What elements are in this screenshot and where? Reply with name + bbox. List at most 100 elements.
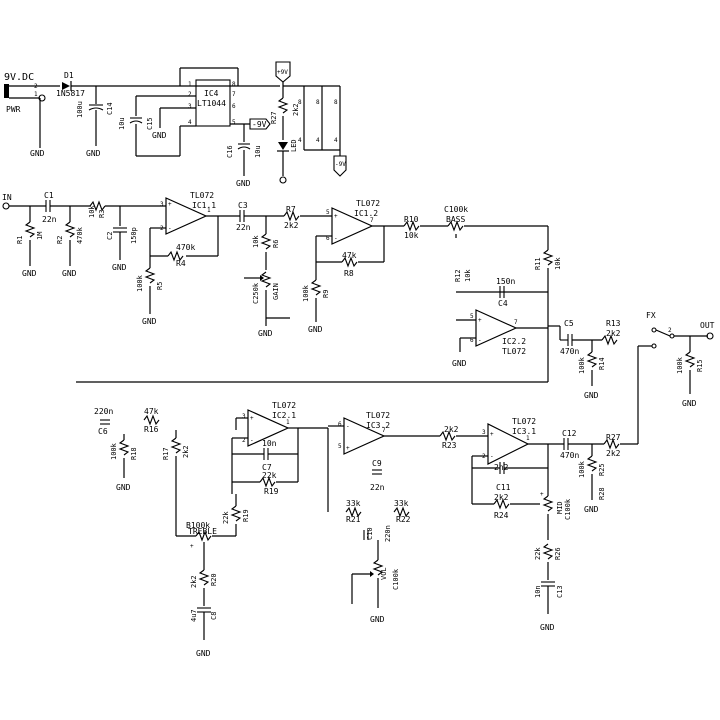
r18-ref: R18: [130, 447, 138, 460]
r11-resistor-icon: [542, 249, 554, 266]
diode-val: 1N5817: [56, 89, 85, 98]
r19-feedback-val: 22k: [262, 471, 277, 480]
ic3-1-opamp: [487, 423, 530, 465]
ic3-2-pin5: 5: [338, 443, 342, 450]
treble-val: B100k: [186, 521, 210, 530]
r16-ref: R16: [144, 425, 159, 434]
input-jack-icon: [2, 202, 10, 210]
ic1-1-ref: IC1.1: [192, 201, 216, 210]
neg-rail-label-2: -9V: [335, 161, 346, 168]
neg-rail-flag-2: [333, 155, 347, 177]
gnd-label-9: GND: [258, 329, 273, 338]
r23-resistor-icon: [439, 430, 456, 442]
c8-val: 4u7: [190, 609, 198, 622]
svg-text:+: +: [168, 201, 172, 208]
power-section: 9V.DC PWR 1 2 GND D1 1N5817 100u C14 GND…: [4, 61, 347, 188]
r2-resistor-icon: [64, 221, 76, 238]
r5-resistor-icon: [144, 267, 156, 284]
ic2-pin8: 8: [316, 99, 320, 106]
ic1-2-ref: IC1.2: [354, 209, 378, 218]
r3-val: 10k: [88, 205, 96, 218]
ic2-1-pin2: 2: [242, 437, 246, 444]
jack-terminal-icon: [38, 94, 46, 102]
r2-val: 470k: [76, 226, 84, 244]
r4-ref: R4: [176, 259, 186, 268]
fx-pin2: 2: [668, 327, 672, 334]
c1-val: 22n: [42, 215, 57, 224]
ic1-1-pin3: 3: [160, 201, 164, 208]
ic2-1-pin3: 3: [242, 413, 246, 420]
r21-resistor-icon: [345, 506, 362, 518]
r16-resistor-icon: [143, 414, 160, 426]
bass-pot-icon: [447, 220, 464, 232]
ic2-2-ref: IC2.2: [502, 337, 526, 346]
gnd-label-13: GND: [682, 399, 697, 408]
c6-val: 220n: [94, 407, 113, 416]
r16-val: 47k: [144, 407, 159, 416]
r8-ref: R8: [344, 269, 354, 278]
pos-rail-flag: [275, 61, 291, 83]
ic2-1-feedback-resistor-icon: [259, 476, 276, 488]
ic3-1-pin1: 1: [526, 435, 530, 442]
ic2-2-pin6: 6: [470, 337, 474, 344]
gain-val: C250k: [252, 282, 260, 304]
gnd-label-5: GND: [22, 269, 37, 278]
r12-val: 10k: [464, 269, 472, 282]
ic1-pin8: 8: [298, 99, 302, 106]
gnd-label-12: GND: [584, 391, 599, 400]
r3-resistor-icon: [89, 200, 106, 212]
svg-text:+: +: [346, 445, 350, 452]
r22-val: 33k: [394, 499, 409, 508]
r26-val: 22k: [534, 547, 542, 560]
ic4-pin4: 4: [188, 119, 192, 126]
r12-ref: R12: [454, 269, 462, 282]
r14-ref: R14: [598, 357, 606, 370]
c12-val: 470n: [560, 451, 579, 460]
ic1-2-opamp: [331, 207, 374, 245]
ic1-2-val: TL072: [356, 199, 380, 208]
gain-pot-icon: [260, 271, 272, 288]
svg-text:-: -: [250, 437, 254, 444]
ic3-2-ref: IC3.2: [366, 421, 390, 430]
c1-ref: C1: [44, 191, 54, 200]
fx-label: FX: [646, 311, 656, 320]
ic3-1-pin3: 3: [482, 429, 486, 436]
fx-switch-common-icon: [669, 333, 675, 339]
diode-icon: [62, 82, 70, 90]
r17-val: 2k2: [182, 445, 190, 458]
c10-ref: C10: [366, 527, 374, 540]
r24-resistor-icon: [493, 498, 510, 510]
ic1-1-pin1: 1: [207, 207, 211, 214]
c16-ref: C16: [226, 145, 234, 158]
r7-ref: R7: [286, 205, 296, 214]
r27-ref: R27: [606, 433, 621, 442]
ic3-2-opamp: [343, 417, 386, 455]
r21-ref: R21: [346, 515, 361, 524]
r4-resistor-icon: [167, 250, 184, 262]
r22-ref: R22: [396, 515, 411, 524]
fx-switch-contact-icon: [651, 327, 657, 333]
jack-pin-2: 2: [34, 83, 38, 90]
svg-text:-: -: [490, 453, 494, 460]
r8-resistor-icon: [341, 256, 358, 268]
r10-val: 10k: [404, 231, 419, 240]
c16-val: 10u: [254, 145, 262, 158]
input-stage: IN C1 22n R1 1M GND R2 470k GND 10k R3 C…: [2, 191, 715, 440]
diode-ref: D1: [64, 71, 74, 80]
tone-stage: 220n C6 47k R16 100k R18 GND R17 2k2 B10…: [94, 401, 639, 658]
svg-text:-: -: [478, 337, 482, 344]
c14-val: 100u: [76, 101, 84, 118]
mid-pot-icon: [542, 495, 554, 512]
gnd-label-14: GND: [116, 483, 131, 492]
ic4-val: LT1044: [197, 99, 226, 108]
r28-ref: R28: [598, 487, 606, 500]
r23-val: 2k2: [444, 425, 459, 434]
gnd-label-10: GND: [308, 325, 323, 334]
r26-resistor-icon: [542, 543, 554, 560]
gnd-label-15: GND: [196, 649, 211, 658]
c14-ref: C14: [106, 102, 114, 115]
ic2-1-ref: IC2.1: [272, 411, 296, 420]
ic4-pin1: 1: [188, 81, 192, 88]
ic4-box: [195, 79, 231, 127]
